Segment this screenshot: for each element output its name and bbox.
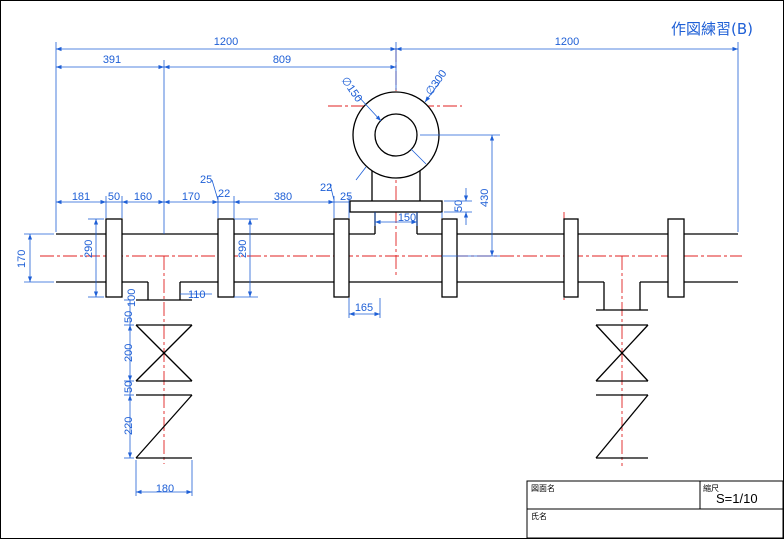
dim-200: 200 [123, 344, 135, 362]
dim-1200-right: 1200 [555, 36, 579, 48]
drawing-name-label: 図面名 [531, 483, 555, 493]
dim-circle-150: ∅150 [339, 75, 365, 105]
dim-809: 809 [273, 54, 291, 66]
name-label: 氏名 [531, 511, 547, 521]
pipe-geometry [56, 91, 738, 459]
dim-150-b: 150 [398, 212, 416, 224]
dim-165: 165 [355, 302, 373, 314]
drawing-title: 作図練習(B) [671, 20, 753, 38]
dim-160: 160 [134, 191, 152, 203]
dim-391: 391 [103, 54, 121, 66]
dim-380: 380 [274, 191, 292, 203]
dim-180: 180 [156, 483, 174, 495]
dim-181: 181 [72, 191, 90, 203]
dim-22-a: 22 [218, 188, 230, 200]
dim-circle-300: ∅300 [424, 68, 450, 98]
dim-1200-left: 1200 [214, 36, 238, 48]
title-block: 図面名 縮尺 S=1/10 氏名 [526, 480, 784, 539]
scale-value: S=1/10 [716, 491, 758, 506]
dim-100: 100 [126, 289, 138, 307]
dim-50-a: 50 [108, 191, 120, 203]
dimension-lines [24, 42, 739, 496]
dim-50-v: 50 [453, 200, 465, 212]
dim-170-v: 170 [16, 250, 28, 268]
dim-430: 430 [479, 189, 491, 207]
dim-50-d: 50 [123, 381, 135, 393]
dim-25-a: 25 [200, 174, 212, 186]
dim-22-b: 22 [320, 182, 332, 194]
dimension-labels: 1200 1200 391 809 ∅150 ∅300 25 22 22 25 … [16, 36, 579, 495]
dim-50-c: 50 [123, 311, 135, 323]
dim-290-a: 290 [83, 240, 95, 258]
dim-220: 220 [123, 417, 135, 435]
scale-label: 縮尺 [703, 483, 719, 493]
dim-25-b: 25 [340, 191, 352, 203]
dim-110: 110 [188, 289, 206, 301]
dim-170-a: 170 [182, 191, 200, 203]
dim-290-b: 290 [237, 240, 249, 258]
